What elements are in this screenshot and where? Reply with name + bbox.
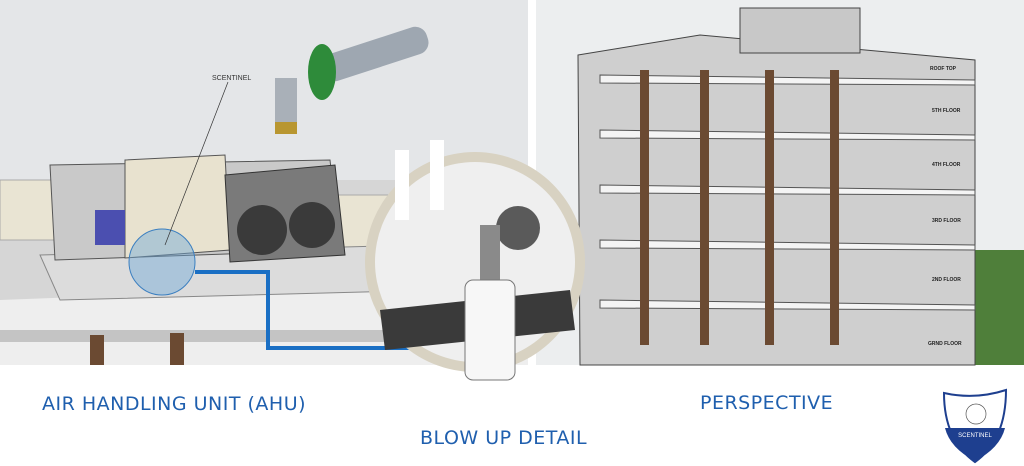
floor-label-5: 5TH FLOOR xyxy=(932,108,961,114)
floor-slab xyxy=(599,299,976,311)
caption-blowup: BLOW UP DETAIL xyxy=(420,427,588,449)
column xyxy=(830,70,839,345)
floor-slab xyxy=(599,239,976,251)
column xyxy=(640,70,649,345)
floor-label-4: 4TH FLOOR xyxy=(932,162,961,168)
caption-perspective: PERSPECTIVE xyxy=(700,392,834,414)
floor-slab xyxy=(599,74,976,86)
caption-ahu: AIR HANDLING UNIT (AHU) xyxy=(42,393,307,415)
floor-slab xyxy=(599,129,976,141)
column xyxy=(700,70,709,345)
column xyxy=(765,70,774,345)
scentinel-callout-label: SCENTINEL xyxy=(212,75,251,82)
floor-label-grnd: GRND FLOOR xyxy=(928,341,962,347)
floor-label-3: 3RD FLOOR xyxy=(932,218,961,224)
floor-slab xyxy=(599,184,976,196)
building-perspective: ROOF TOP 5TH FLOOR 4TH FLOOR 3RD FLOOR 2… xyxy=(536,0,1024,366)
floor-label-roof: ROOF TOP xyxy=(930,66,957,72)
detail-arrow xyxy=(195,270,440,350)
blowup-detail xyxy=(365,140,585,381)
floor-label-2: 2ND FLOOR xyxy=(932,277,961,283)
